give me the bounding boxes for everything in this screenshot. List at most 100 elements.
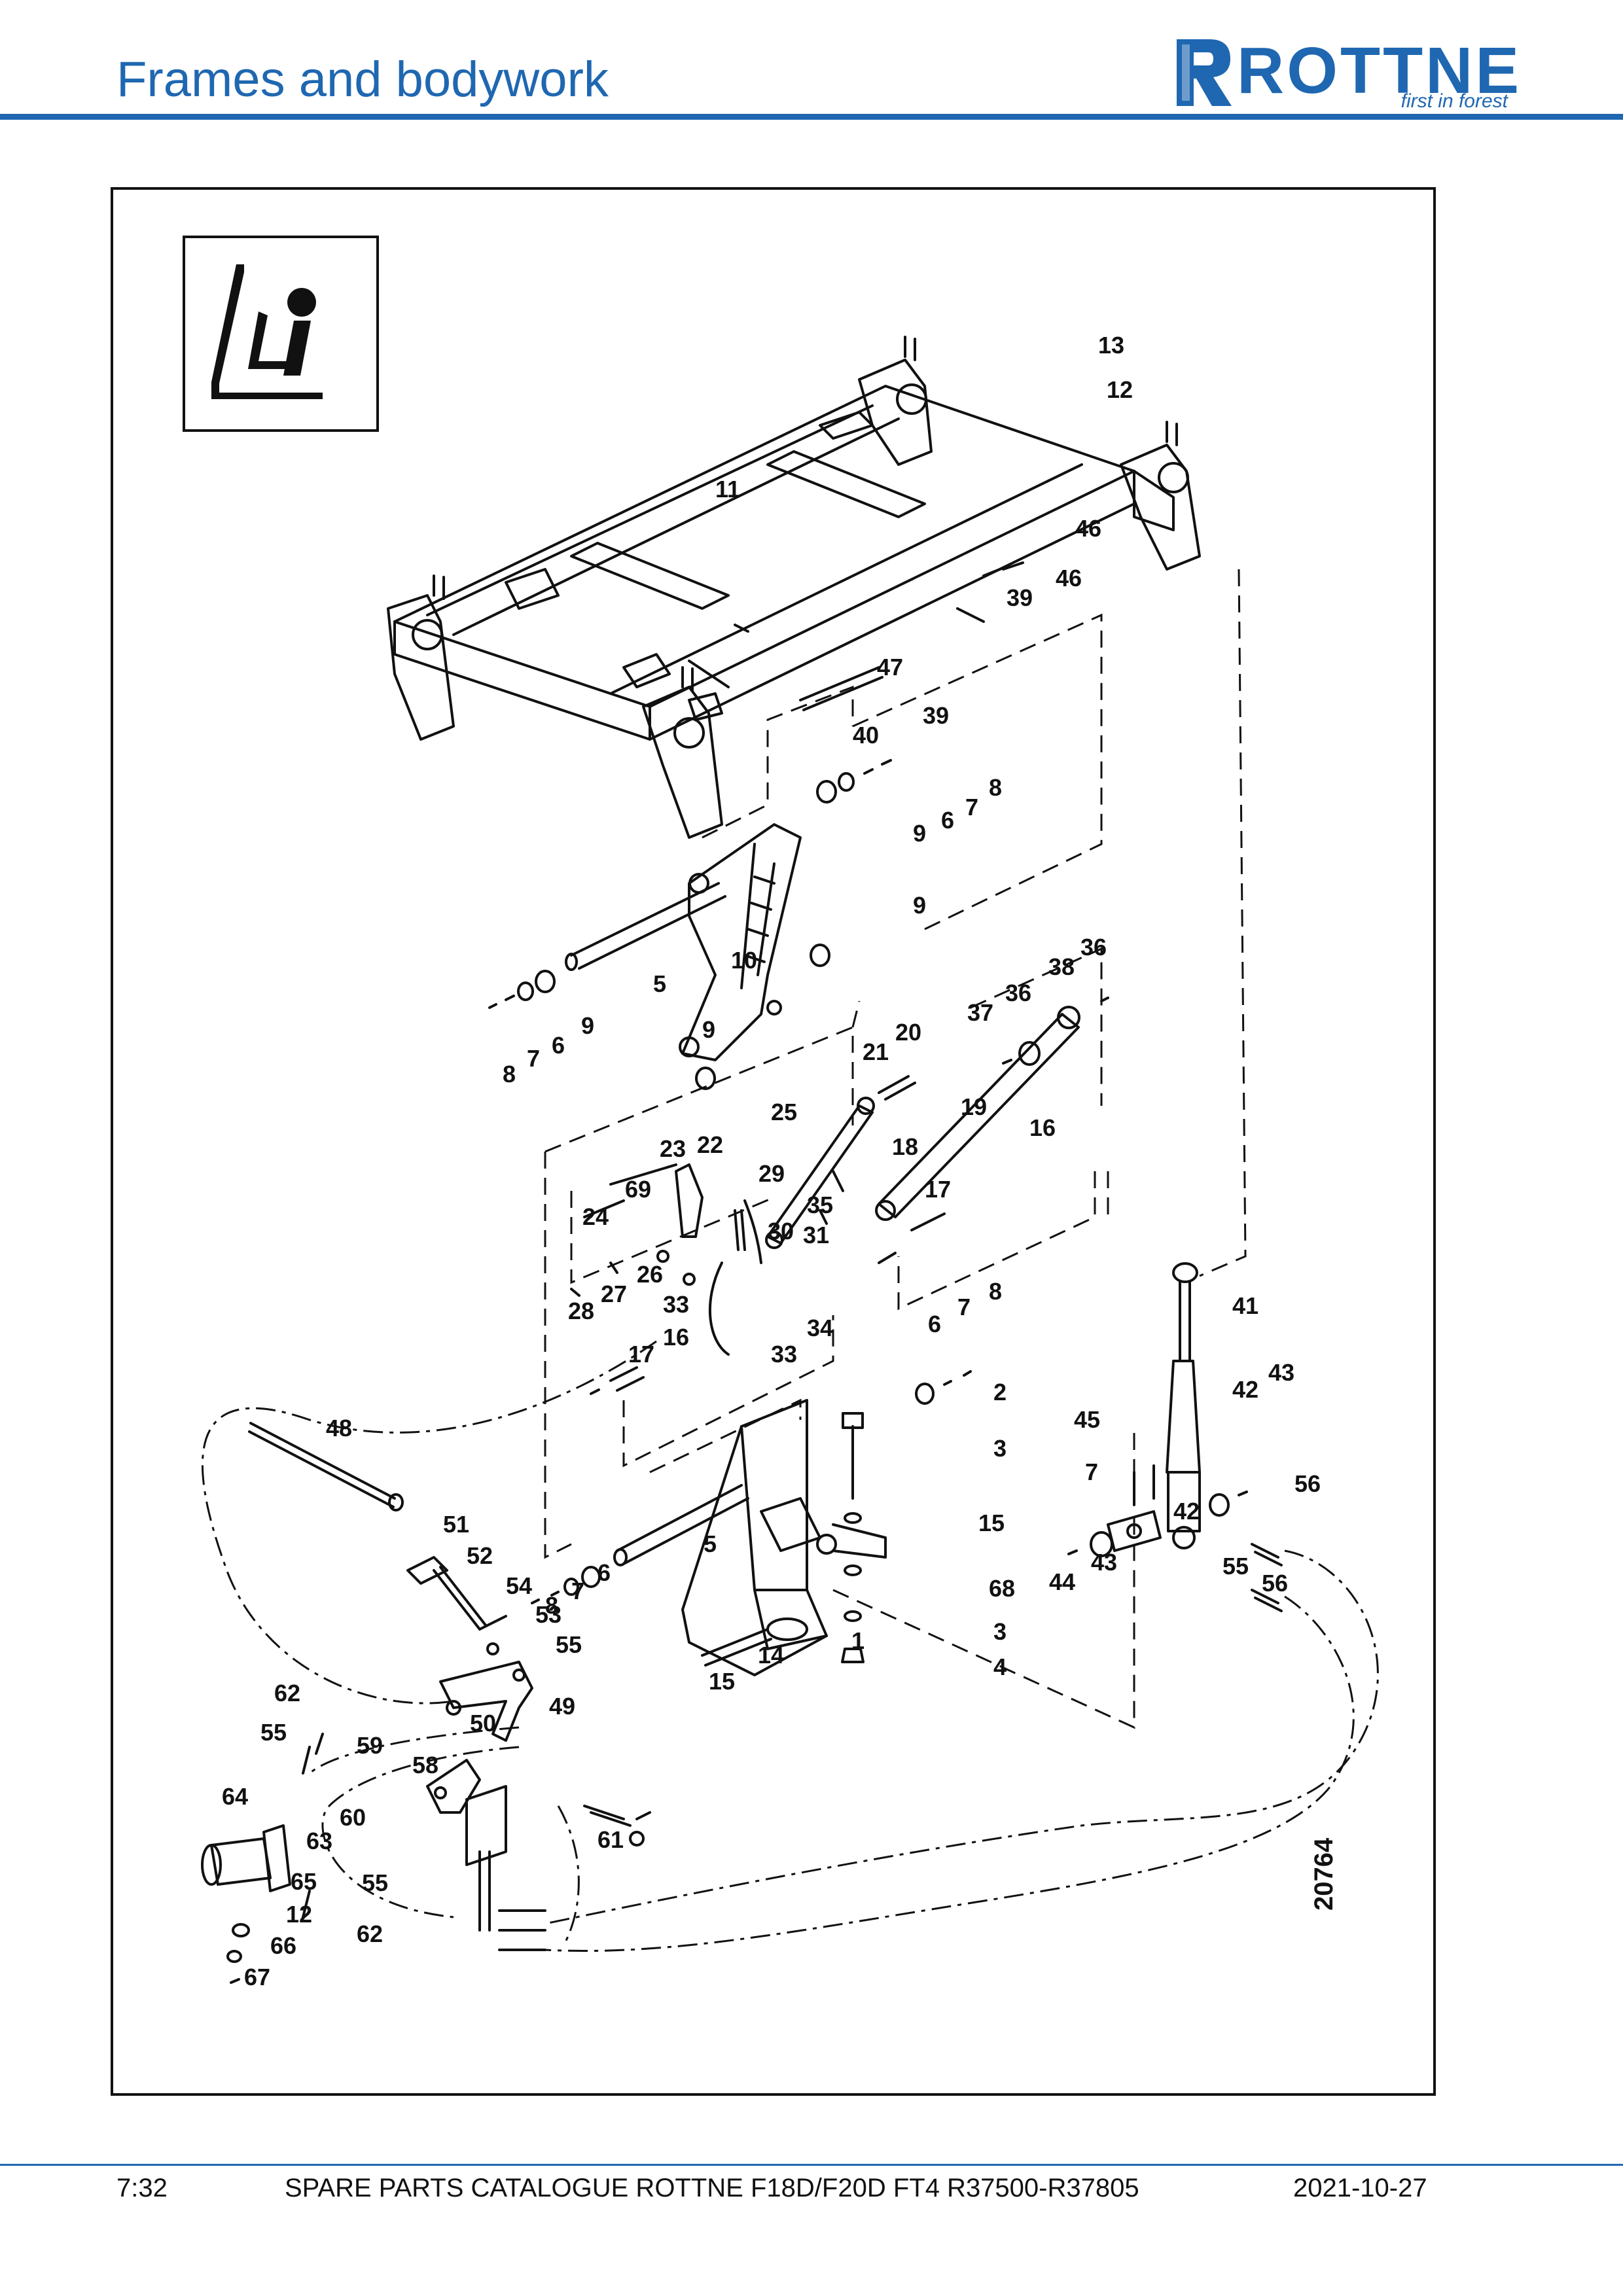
callout-16: 16 — [1029, 1114, 1056, 1141]
callout-9: 9 — [913, 820, 927, 847]
callout-6: 6 — [552, 1032, 565, 1059]
callout-11: 11 — [715, 476, 741, 503]
callout-40: 41 — [1232, 1292, 1259, 1319]
callout-15: 15 — [978, 1510, 1005, 1536]
callout-65: 66 — [270, 1932, 297, 1959]
callout-36: 36 — [1080, 934, 1107, 961]
drawing-number: 20764 — [1310, 1837, 1338, 1911]
callout-20: 20 — [895, 1019, 922, 1046]
callout-42: 43 — [1091, 1549, 1118, 1576]
callout-6: 6 — [941, 807, 955, 834]
callout-61: 62 — [357, 1920, 383, 1947]
callout-9: 9 — [581, 1012, 595, 1039]
callout-39: 39 — [1007, 584, 1033, 611]
callout-52: 53 — [535, 1601, 562, 1628]
callout-30: 30 — [768, 1218, 794, 1245]
callout-46: 46 — [1075, 515, 1102, 542]
callout-60: 61 — [597, 1826, 624, 1853]
callout-3: 3 — [993, 1618, 1007, 1645]
callout-45: 46 — [1056, 565, 1082, 592]
callout-6: 6 — [928, 1311, 942, 1337]
callout-47: 48 — [326, 1415, 353, 1441]
footer-date: 2021-10-27 — [1293, 2174, 1427, 2202]
callout-17: 17 — [925, 1176, 952, 1203]
callout-67: 68 — [989, 1575, 1016, 1602]
callout-8: 8 — [545, 1592, 559, 1619]
callout-32: 33 — [771, 1341, 798, 1368]
callout-43: 43 — [1268, 1359, 1295, 1386]
callout-39: 40 — [853, 722, 880, 749]
callout-8: 8 — [989, 774, 1003, 801]
callout-21: 21 — [863, 1038, 889, 1065]
callout-7: 7 — [957, 1294, 971, 1320]
logo-wordmark: ROTTNE — [1237, 34, 1522, 107]
callout-14: 14 — [758, 1642, 785, 1669]
callout-48: 49 — [549, 1693, 576, 1720]
callout-6: 6 — [597, 1559, 611, 1586]
header-rule — [0, 114, 1623, 120]
callout-43: 44 — [1049, 1568, 1076, 1595]
callout-56: 56 — [1294, 1470, 1321, 1497]
callout-33: 34 — [807, 1315, 834, 1341]
rottne-emblem-icon — [1177, 39, 1232, 106]
callout-15: 15 — [709, 1668, 736, 1695]
callout-64: 65 — [291, 1868, 317, 1895]
callout-53: 55 — [556, 1631, 582, 1658]
callout-5: 5 — [704, 1530, 717, 1557]
callout-36: 37 — [967, 999, 994, 1026]
footer-catalogue-title: SPARE PARTS CATALOGUE ROTTNE F18D/F20D F… — [285, 2174, 1139, 2202]
callout-57: 58 — [412, 1752, 439, 1778]
callout-42: 42 — [1232, 1376, 1259, 1403]
callout-18: 18 — [892, 1133, 919, 1160]
callout-8: 8 — [989, 1278, 1003, 1305]
callout-37: 38 — [1048, 953, 1075, 980]
callout-7: 7 — [571, 1578, 585, 1604]
callout-58: 59 — [357, 1732, 383, 1759]
callout-38: 39 — [923, 702, 950, 729]
callout-44: 45 — [1074, 1406, 1101, 1433]
callout-51: 52 — [467, 1542, 493, 1569]
callout-34: 35 — [807, 1192, 834, 1218]
callout-19: 19 — [961, 1093, 988, 1120]
page-title: Frames and bodywork — [116, 52, 609, 107]
callout-1: 1 — [851, 1627, 865, 1654]
callout-50: 51 — [443, 1511, 470, 1538]
callout-62: 63 — [306, 1828, 333, 1854]
callout-56: 56 — [1262, 1570, 1289, 1597]
footer-rule — [0, 2164, 1623, 2166]
seat-icon-box — [183, 236, 379, 432]
callout-26: 26 — [637, 1261, 664, 1288]
callout-66: 67 — [244, 1964, 271, 1990]
callout-63: 64 — [222, 1783, 249, 1810]
callout-3: 3 — [993, 1435, 1007, 1462]
callout-22: 22 — [697, 1131, 724, 1158]
callout-41: 42 — [1173, 1498, 1200, 1525]
logo-tagline: first in forest — [1400, 90, 1508, 112]
callout-12: 12 — [286, 1901, 313, 1928]
callout-24: 24 — [582, 1203, 609, 1230]
callout-7: 7 — [1085, 1458, 1099, 1485]
callout-55: 55 — [362, 1869, 389, 1896]
callout-33: 33 — [663, 1291, 690, 1318]
callout-25: 25 — [771, 1099, 798, 1125]
callout-9: 9 — [702, 1016, 716, 1043]
callout-12: 12 — [1107, 376, 1133, 403]
callout-10: 10 — [731, 947, 758, 974]
callout-54: 54 — [506, 1572, 533, 1599]
callout-35: 36 — [1005, 980, 1032, 1006]
seat-icon — [211, 264, 323, 399]
callout-16: 16 — [663, 1324, 690, 1351]
callout-5: 5 — [653, 970, 667, 997]
callout-49: 50 — [470, 1710, 497, 1737]
callout-29: 29 — [758, 1160, 785, 1187]
callout-8: 8 — [503, 1061, 516, 1087]
callout-46: 47 — [877, 654, 904, 680]
callout-55: 55 — [260, 1719, 287, 1746]
callout-7: 7 — [527, 1045, 541, 1072]
callout-7: 7 — [965, 794, 979, 821]
callout-55: 55 — [1222, 1553, 1249, 1580]
callout-4: 4 — [993, 1653, 1007, 1680]
callout-68: 69 — [625, 1176, 652, 1203]
callout-13: 13 — [1098, 332, 1125, 359]
frame-assembly-drawing — [201, 336, 1379, 1984]
